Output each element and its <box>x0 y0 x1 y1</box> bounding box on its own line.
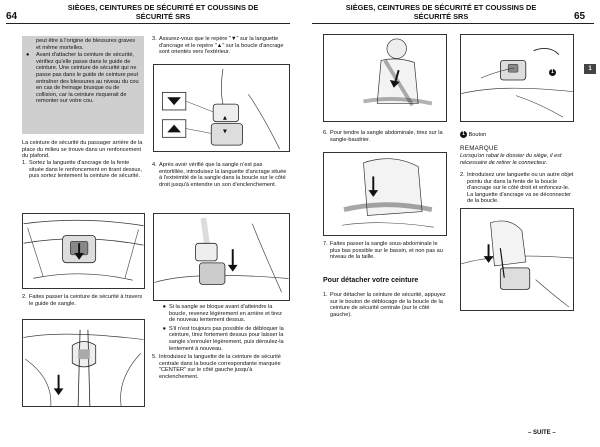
release-step-2-text: Introduisez une languette ou un autre ob… <box>467 172 574 205</box>
right-page-number: 65 <box>574 11 586 22</box>
step-4: 4. Après avoir vérifié que la sangle n'e… <box>152 162 288 188</box>
step-4-number: 4. <box>152 162 157 168</box>
remark-title: REMARQUE <box>460 145 499 152</box>
bullet-item-2: ● S'il n'est toujours pas possible de dé… <box>152 326 288 352</box>
left-page-title: SIÈGES, CEINTURES DE SÉCURITÉ ET COUSSIN… <box>28 3 298 21</box>
section-title-release: Pour détacher votre ceinture <box>323 277 419 284</box>
step-7: 7. Faites passer la sangle sous-abdomina… <box>323 241 447 261</box>
left-page-number: 64 <box>6 11 18 22</box>
step-2-number: 2. <box>22 294 27 300</box>
chapter-tab: 1 <box>584 64 596 74</box>
legend-row: 1 Bouton <box>460 131 574 139</box>
figure-buckle-right <box>153 213 290 301</box>
legend-badge: 1 <box>460 131 467 138</box>
bullet-2-text: S'il n'est toujours pas possible de débl… <box>169 325 284 352</box>
step-3-number: 3. <box>152 36 157 42</box>
step-6: 6. Pour tendre la sangle abdominale, tir… <box>323 130 447 143</box>
right-title-line2: SÉCURITÉ SRS <box>413 11 469 21</box>
anchor-marks-illustration <box>161 68 280 150</box>
step-3: 3. Assurez-vous que le repère "▼" sur la… <box>152 36 288 56</box>
figure-marks <box>153 64 290 152</box>
step-7-number: 7. <box>323 241 328 247</box>
buckle-right-illustration <box>154 217 289 293</box>
step-5: 5. Introduisez la languette de la ceintu… <box>152 354 288 380</box>
release-step-2-number: 2. <box>460 172 465 178</box>
lap-belt-low-illustration <box>342 158 434 228</box>
figure-callout-badge: 1 <box>549 64 556 82</box>
footer-continued: – SUITE – <box>528 430 556 436</box>
left-title-line1: SIÈGES, CEINTURES DE SÉCURITÉ ET COUSSIN… <box>67 3 259 12</box>
callout-1-badge: 1 <box>549 69 556 77</box>
warning-bullet-text: Avant d'attacher la ceinture de sécurité… <box>36 52 139 105</box>
step-2-text: Faites passer la ceinture de sécurité à … <box>29 294 143 307</box>
right-page-title: SIÈGES, CEINTURES DE SÉCURITÉ ET COUSSIN… <box>306 3 576 21</box>
step-5-number: 5. <box>152 354 157 361</box>
legend-label: Bouton <box>468 131 487 138</box>
step-4-text: Après avoir vérifié que la sangle n'est … <box>159 162 287 188</box>
warning-box: peut être à l'origine de blessures grave… <box>22 36 144 134</box>
bullet-dot-icon: ● <box>162 304 166 310</box>
intro-text: La ceinture de sécurité du passager arri… <box>22 140 143 160</box>
step-6-number: 6. <box>323 130 328 136</box>
step-7-text: Faites passer la sangle sous-abdominale … <box>330 241 443 261</box>
figure-anchor-release <box>460 208 574 311</box>
release-step-1: 1. Pour détacher la ceinture de sécurité… <box>323 292 447 318</box>
release-button-illustration <box>461 47 573 118</box>
figure-belt-guide <box>22 319 145 407</box>
left-title-line2: SÉCURITÉ SRS <box>135 11 191 21</box>
step-5-text: Introduisez la languette de la ceinture … <box>159 354 281 380</box>
step-6-text: Pour tendre la sangle abdominale, tirez … <box>330 130 443 143</box>
warning-bullet: ● Avant d'attacher la ceinture de sécuri… <box>26 52 140 105</box>
step-1-text: Sortez la languette d'ancrage de la fent… <box>29 160 142 180</box>
step-1-number: 1. <box>22 160 27 166</box>
right-title-line1: SIÈGES, CEINTURES DE SÉCURITÉ ET COUSSIN… <box>345 3 537 12</box>
right-header-rule <box>312 23 594 24</box>
figure-lap-belt-low <box>323 152 447 236</box>
ceiling-recess-illustration <box>23 219 144 281</box>
release-step-2: 2. Introduisez une languette ou un autre… <box>460 172 574 205</box>
bullet-1-text: Si la sangle se bloque avant d'atteindre… <box>169 304 282 324</box>
left-header-rule <box>6 23 290 24</box>
figure-tighten-lap-belt <box>323 34 447 122</box>
bullet-item-1: ● Si la sangle se bloque avant d'atteind… <box>152 304 288 324</box>
figure-release-button <box>460 34 574 122</box>
step-1: 1. Sortez la languette d'ancrage de la f… <box>22 160 144 180</box>
step-2: 2. Faites passer la ceinture de sécurité… <box>22 294 144 307</box>
figure-ceiling-recess <box>22 213 145 289</box>
middle-bullets: ● Si la sangle se bloque avant d'atteind… <box>152 304 288 381</box>
bullet-dot-icon: ● <box>26 52 30 59</box>
tighten-lap-belt-illustration <box>363 38 433 107</box>
step-3-text: Assurez-vous que le repère "▼" sur la la… <box>159 36 284 56</box>
anchor-release-illustration <box>461 220 573 308</box>
bullet-dot-icon: ● <box>162 325 166 332</box>
warning-text: peut être à l'origine de blessures grave… <box>36 38 136 51</box>
remark-text: Lorsqu'on rabat le dossier du siège, il … <box>460 153 562 166</box>
belt-guide-illustration <box>23 329 144 406</box>
release-step-1-text: Pour détacher la ceinture de sécurité, a… <box>330 292 446 318</box>
release-step-1-number: 1. <box>323 292 328 298</box>
